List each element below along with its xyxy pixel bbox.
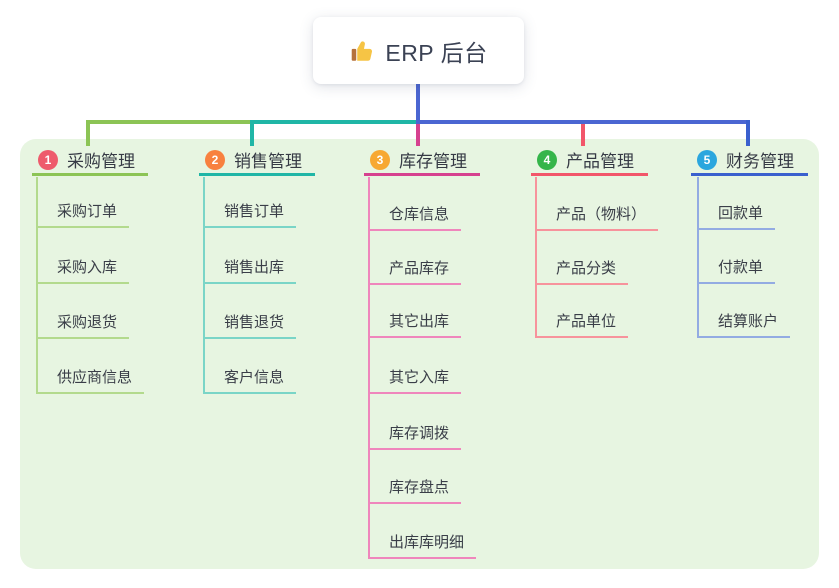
branch1-children-stem	[36, 177, 38, 394]
leaf-node-product-material[interactable]: 产品（物料）	[535, 205, 659, 231]
leaf-node-stock-count[interactable]: 库存盘点	[368, 478, 462, 504]
branch-node-finance-management[interactable]: 5 财务管理	[691, 146, 808, 176]
leaf-node-payment-slip[interactable]: 付款单	[697, 258, 776, 284]
branch4-number-badge: 4	[537, 149, 557, 170]
leaf-node-product-category[interactable]: 产品分类	[535, 259, 629, 285]
leaf-node-stock-transfer[interactable]: 库存调拨	[368, 424, 462, 450]
leaf-node-sales-return[interactable]: 销售退货	[203, 313, 297, 339]
connector-drop-branch4	[581, 124, 585, 146]
branch-node-sales-management[interactable]: 2 销售管理	[199, 146, 315, 176]
branch-node-inventory-management[interactable]: 3 库存管理	[364, 146, 480, 176]
root-node-label: ERP 后台	[385, 39, 488, 66]
branch3-children-stem	[368, 177, 370, 559]
branch2-children-stem	[203, 177, 205, 394]
root-node-erp-backend[interactable]: ERP 后台	[313, 17, 524, 84]
branch5-children-stem	[697, 177, 699, 338]
connector-drop-branch1	[86, 120, 90, 146]
branch2-number-badge: 2	[205, 149, 225, 170]
leaf-node-purchase-return[interactable]: 采购退货	[36, 313, 130, 339]
branch5-title: 财务管理	[726, 152, 794, 171]
connector-drop-branch3	[416, 124, 420, 146]
connector-horizontal-branch1	[86, 120, 254, 124]
branch1-title: 采购管理	[67, 152, 135, 171]
leaf-node-outbound-detail[interactable]: 出库库明细	[368, 533, 477, 559]
leaf-node-sales-outbound[interactable]: 销售出库	[203, 258, 297, 284]
branch1-number-badge: 1	[38, 149, 58, 170]
branch-node-purchase-management[interactable]: 1 采购管理	[32, 146, 148, 176]
branches-background-panel	[20, 139, 819, 569]
leaf-node-receipt-slip[interactable]: 回款单	[697, 204, 776, 230]
thumbs-up-icon	[352, 40, 373, 61]
connector-horizontal-branch2	[250, 120, 420, 124]
leaf-node-supplier-info[interactable]: 供应商信息	[36, 368, 145, 394]
leaf-node-warehouse-info[interactable]: 仓库信息	[368, 205, 462, 231]
leaf-node-purchase-order[interactable]: 采购订单	[36, 202, 130, 228]
leaf-node-product-stock[interactable]: 产品库存	[368, 259, 462, 285]
branch4-title: 产品管理	[566, 152, 634, 171]
leaf-node-other-outbound[interactable]: 其它出库	[368, 312, 462, 338]
branch-node-product-management[interactable]: 4 产品管理	[531, 146, 648, 176]
leaf-node-customer-info[interactable]: 客户信息	[203, 368, 297, 394]
connector-drop-branch2	[250, 124, 254, 146]
branch3-title: 库存管理	[399, 152, 467, 171]
connector-drop-branch5	[746, 120, 750, 146]
branch4-children-stem	[535, 177, 537, 338]
connector-horizontal-branch5	[416, 120, 750, 124]
leaf-node-product-unit[interactable]: 产品单位	[535, 312, 629, 338]
leaf-node-other-inbound[interactable]: 其它入库	[368, 368, 462, 394]
leaf-node-sales-order[interactable]: 销售订单	[203, 202, 297, 228]
root-trunk-connector	[416, 83, 420, 122]
branch3-number-badge: 3	[370, 149, 390, 170]
branch5-number-badge: 5	[697, 149, 717, 170]
leaf-node-settlement-account[interactable]: 结算账户	[697, 312, 791, 338]
branch2-title: 销售管理	[234, 152, 302, 171]
leaf-node-purchase-inbound[interactable]: 采购入库	[36, 258, 130, 284]
